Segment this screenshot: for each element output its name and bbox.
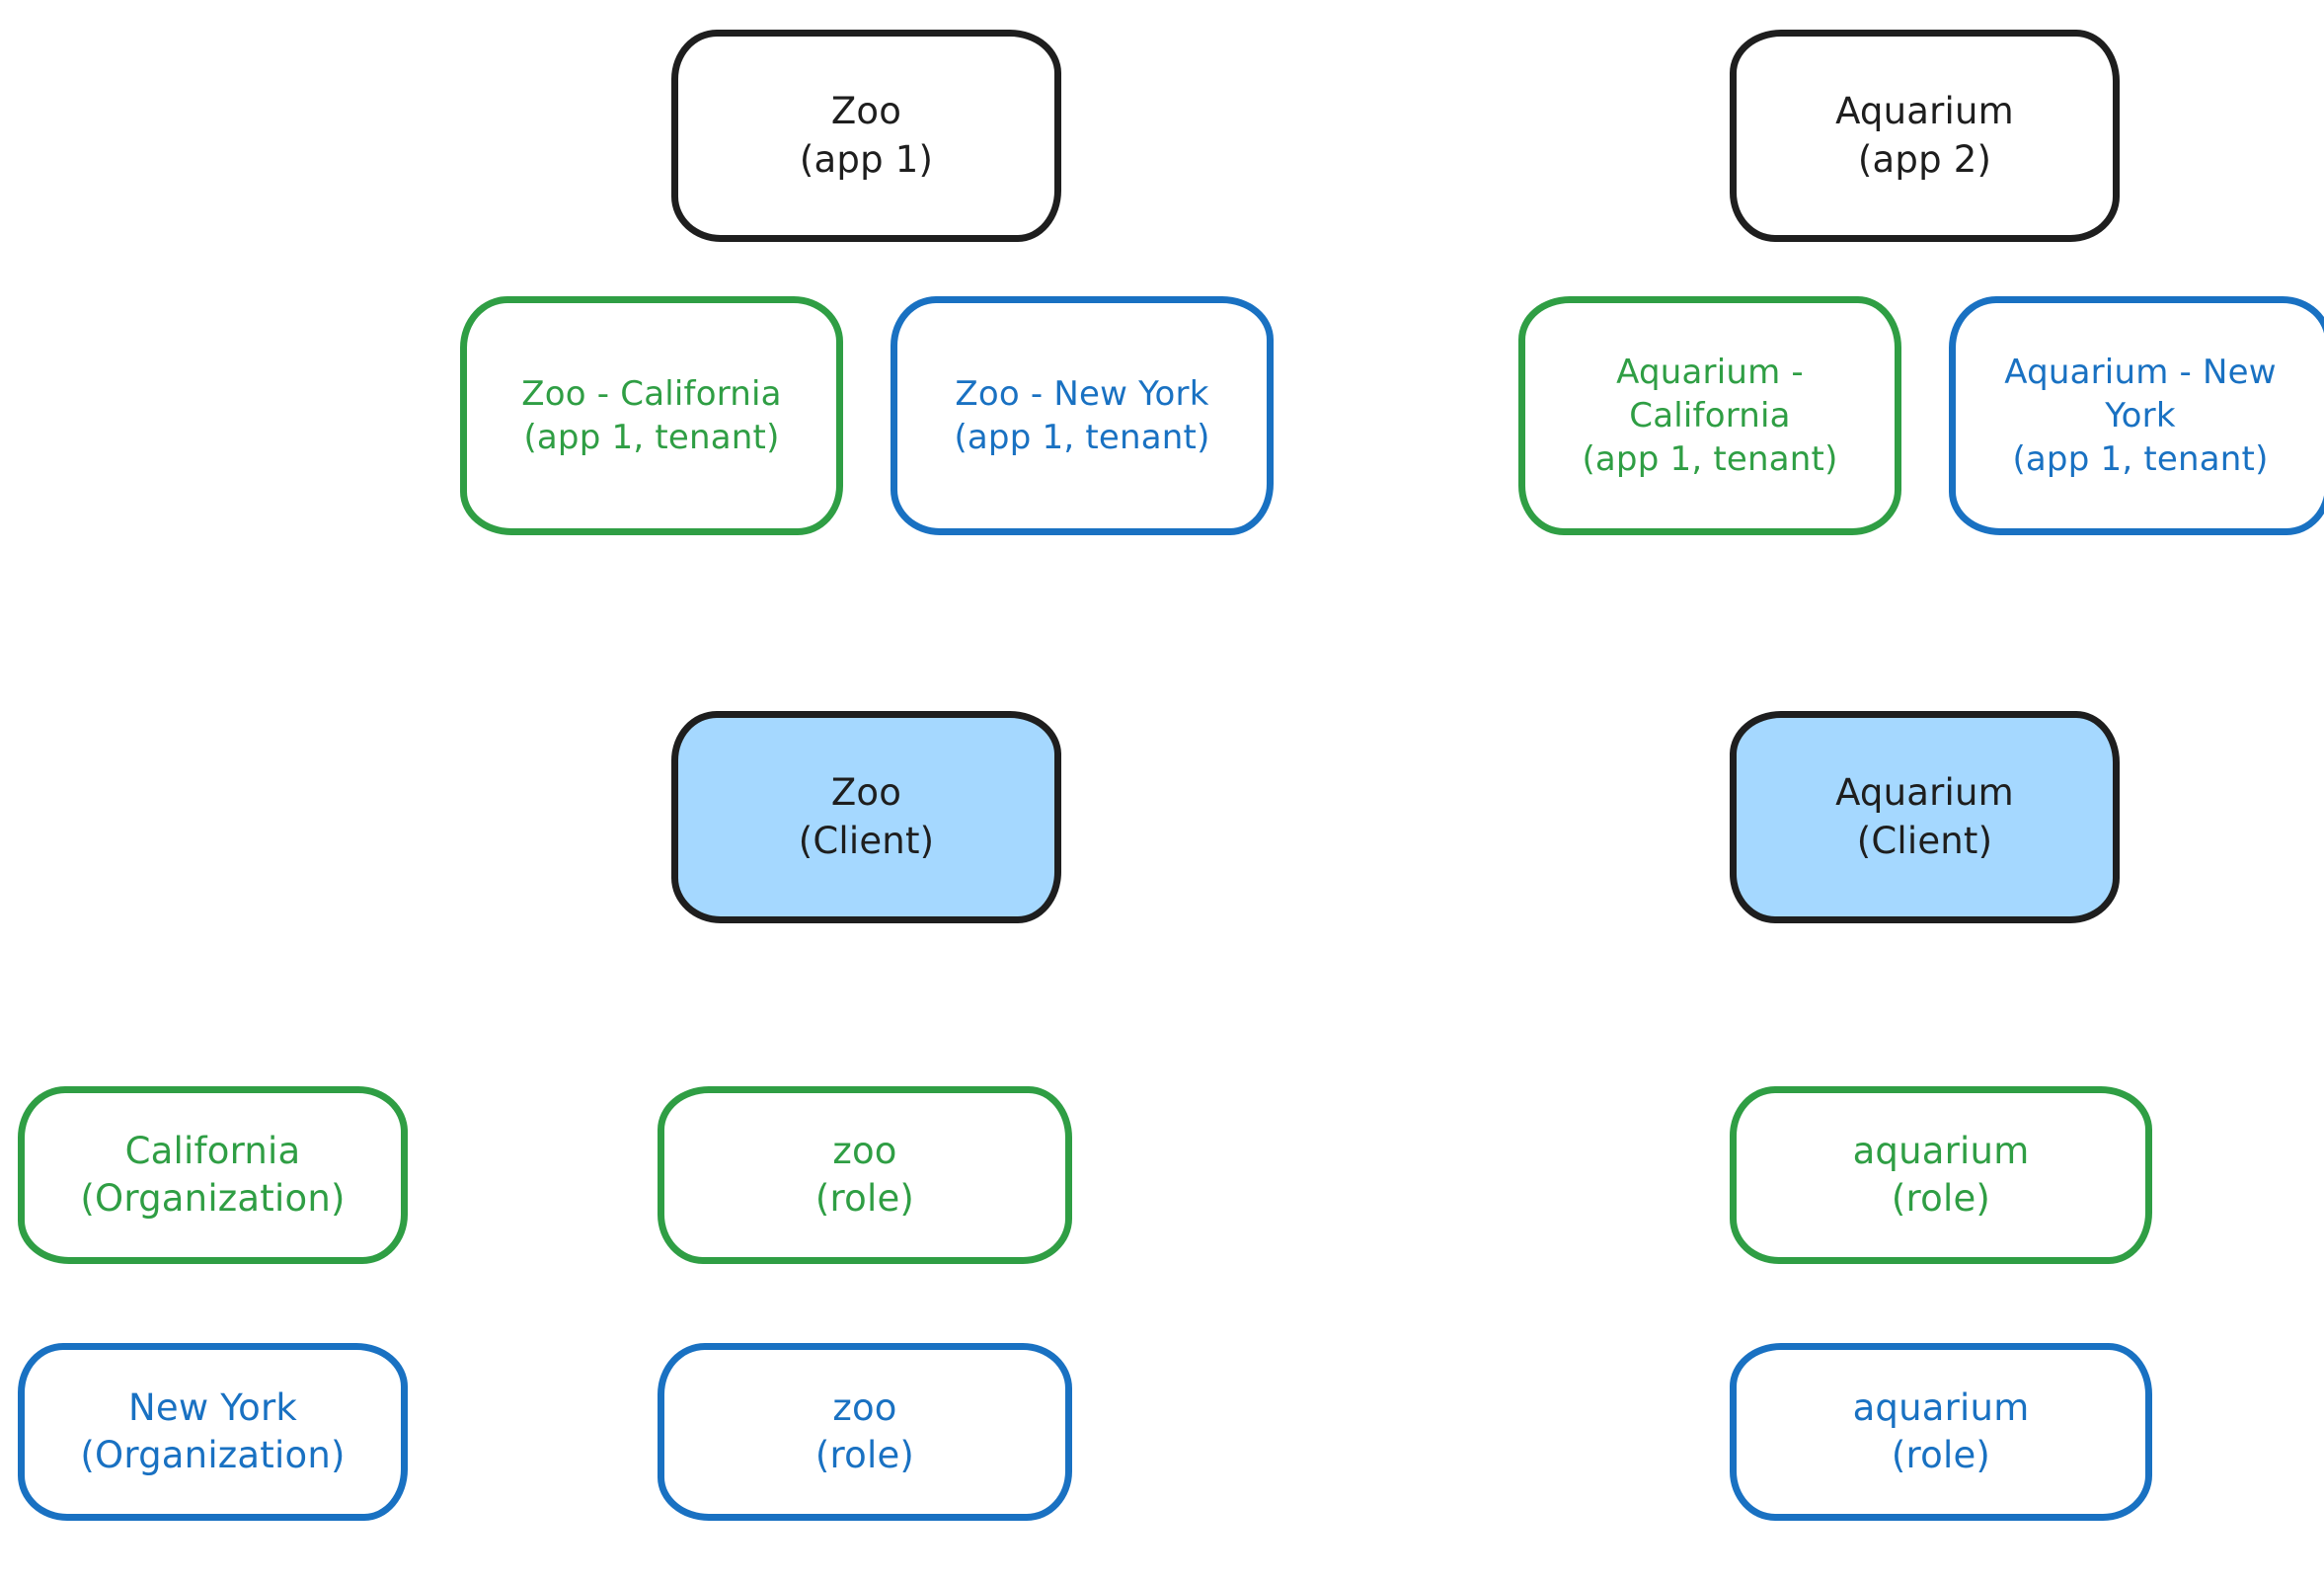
node-tenant-zoo-california[interactable]: Zoo - California (app 1, tenant) [460,296,843,535]
node-label-app-zoo: Zoo (app 1) [799,90,934,181]
node-tenant-aquarium-newyork[interactable]: Aquarium - New York (app 1, tenant) [1949,296,2324,535]
node-label-org-california: California (Organization) [80,1129,346,1220]
node-label-role-zoo-green: zoo (role) [814,1129,915,1220]
node-org-newyork[interactable]: New York (Organization) [18,1343,408,1521]
node-app-zoo[interactable]: Zoo (app 1) [671,30,1061,242]
node-role-aquarium-blue[interactable]: aquarium (role) [1730,1343,2152,1521]
node-label-role-aquarium-blue: aquarium (role) [1852,1385,2030,1476]
node-label-tenant-zoo-newyork: Zoo - New York (app 1, tenant) [954,373,1210,457]
node-role-zoo-green[interactable]: zoo (role) [658,1086,1072,1264]
node-tenant-aquarium-california[interactable]: Aquarium - California (app 1, tenant) [1518,296,1901,535]
node-label-tenant-aquarium-california: Aquarium - California (app 1, tenant) [1582,352,1838,480]
node-label-role-zoo-blue: zoo (role) [814,1385,915,1476]
node-label-tenant-aquarium-newyork: Aquarium - New York (app 1, tenant) [2004,352,2277,480]
node-label-app-aquarium: Aquarium (app 2) [1835,90,2014,181]
node-role-zoo-blue[interactable]: zoo (role) [658,1343,1072,1521]
node-label-client-aquarium: Aquarium (Client) [1835,771,2014,862]
node-org-california[interactable]: California (Organization) [18,1086,408,1264]
node-client-zoo[interactable]: Zoo (Client) [671,711,1061,923]
node-client-aquarium[interactable]: Aquarium (Client) [1730,711,2120,923]
node-label-org-newyork: New York (Organization) [80,1385,346,1476]
node-label-tenant-zoo-california: Zoo - California (app 1, tenant) [521,373,782,457]
node-tenant-zoo-newyork[interactable]: Zoo - New York (app 1, tenant) [891,296,1274,535]
node-role-aquarium-green[interactable]: aquarium (role) [1730,1086,2152,1264]
node-label-role-aquarium-green: aquarium (role) [1852,1129,2030,1220]
node-app-aquarium[interactable]: Aquarium (app 2) [1730,30,2120,242]
node-label-client-zoo: Zoo (Client) [798,771,935,862]
